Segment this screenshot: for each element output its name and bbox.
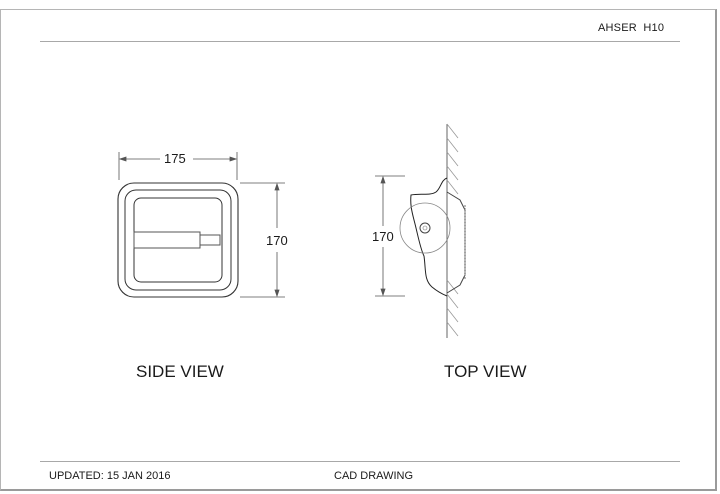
side-width-label: 175 xyxy=(164,151,186,166)
side-view-label: SIDE VIEW xyxy=(136,362,224,381)
side-view-drawing xyxy=(117,152,285,298)
top-view-label: TOP VIEW xyxy=(444,362,527,381)
height-dimension xyxy=(240,182,285,298)
width-dimension xyxy=(118,152,238,180)
header-divider xyxy=(40,41,680,42)
side-height-label: 170 xyxy=(266,233,288,248)
updated-date: UPDATED: 15 JAN 2016 xyxy=(49,470,171,482)
drawing-type: CAD DRAWING xyxy=(334,470,414,482)
footer-divider xyxy=(40,461,680,462)
top-height-dimension xyxy=(375,175,405,297)
top-height-label: 170 xyxy=(372,229,394,244)
product-code: AHSER H10 xyxy=(598,22,665,34)
top-view-drawing xyxy=(375,123,466,338)
drawing-frame xyxy=(0,9,717,491)
